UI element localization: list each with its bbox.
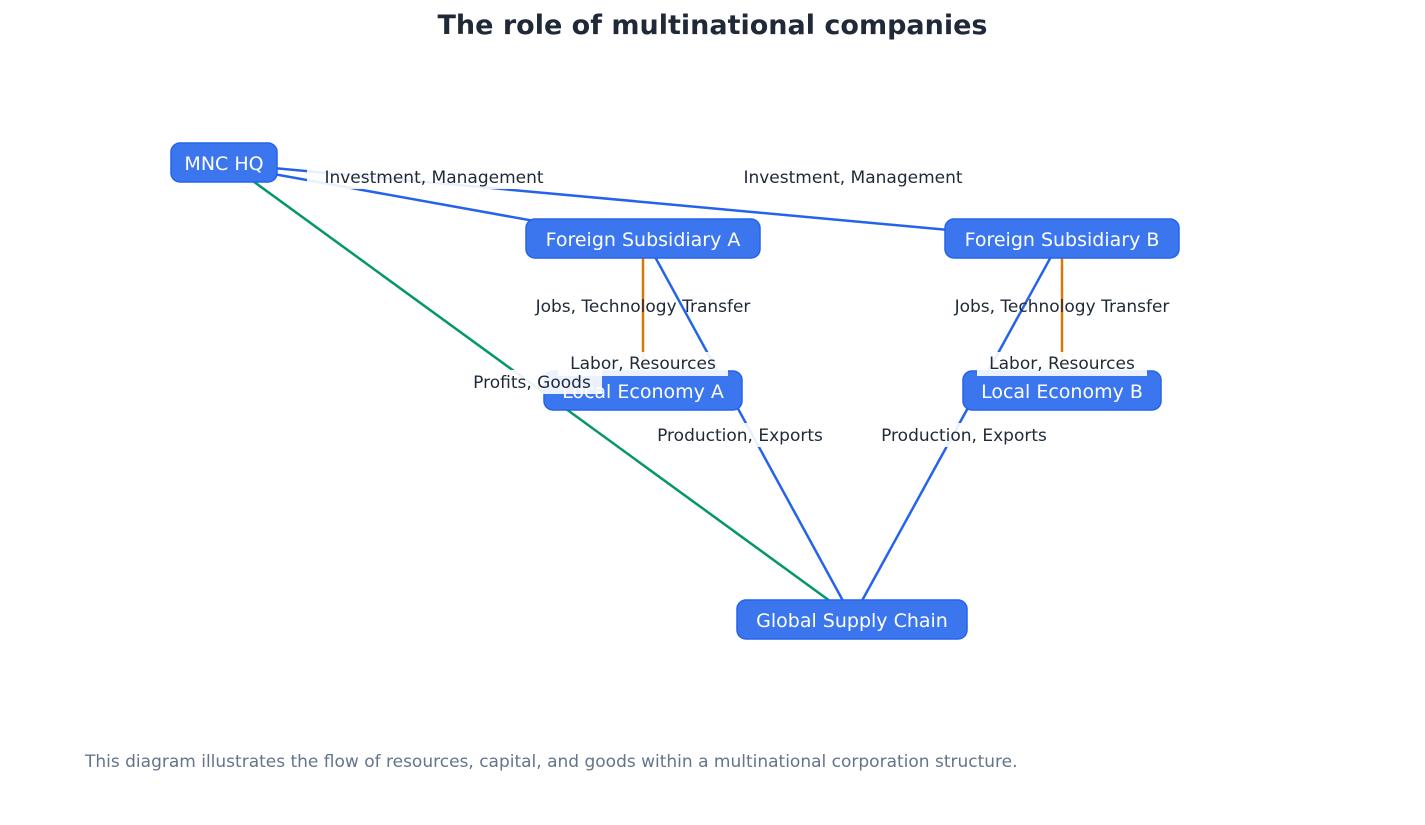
node-global-supply-chain: Global Supply Chain (736, 599, 968, 640)
edge-label-local-a-to-a: Labor, Resources (570, 354, 716, 374)
edge-label-supply-to-hq: Profits, Goods (473, 373, 591, 393)
edge-label-hq-to-a: Investment, Management (324, 168, 543, 188)
node-subsidiary-a: Foreign Subsidiary A (525, 218, 761, 259)
node-local-economy-b-label: Local Economy B (981, 381, 1143, 403)
node-subsidiary-b: Foreign Subsidiary B (944, 218, 1180, 259)
diagram-caption: This diagram illustrates the flow of res… (85, 752, 1018, 772)
node-local-economy-a-label: Local Economy A (562, 381, 724, 403)
diagram-title: The role of multinational companies (437, 10, 988, 41)
node-mnc-hq: MNC HQ (170, 142, 278, 183)
node-subsidiary-b-label: Foreign Subsidiary B (965, 229, 1160, 251)
edge-label-local-b-to-b: Labor, Resources (989, 354, 1135, 374)
edge-label-b-to-supply: Production, Exports (881, 426, 1047, 446)
edge-label-a-to-supply: Production, Exports (657, 426, 823, 446)
edge-label-a-to-local-a: Jobs, Technology Transfer (535, 297, 751, 317)
node-global-supply-chain-label: Global Supply Chain (756, 610, 948, 632)
node-mnc-hq-label: MNC HQ (184, 153, 263, 175)
node-local-economy-b: Local Economy B (962, 370, 1162, 411)
edge-label-hq-to-b: Investment, Management (743, 168, 962, 188)
edge-label-b-to-local-b: Jobs, Technology Transfer (954, 297, 1170, 317)
node-subsidiary-a-label: Foreign Subsidiary A (546, 229, 741, 251)
